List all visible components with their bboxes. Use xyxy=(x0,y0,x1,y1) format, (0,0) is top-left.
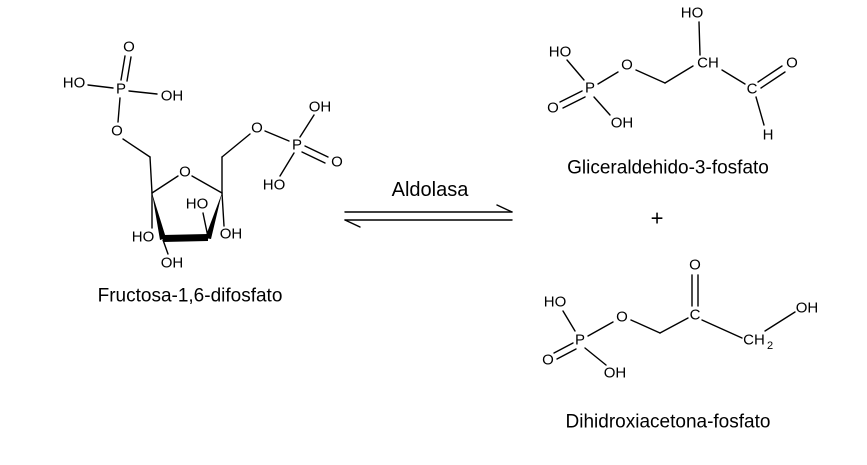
atom-label: HO xyxy=(263,177,286,194)
enzyme-label: Aldolasa xyxy=(392,179,470,201)
atom-label: P xyxy=(575,332,585,349)
atom-label: HO xyxy=(132,229,155,246)
atom-label: O xyxy=(786,55,798,72)
fructose-bisphosphate-molecule: O P HO OH O O HO HO OH OH O P OH O HO Fr… xyxy=(63,39,343,307)
atom-label: O xyxy=(111,123,123,140)
atom-label: OH xyxy=(611,115,634,132)
atom-label: O xyxy=(547,100,559,117)
plus-sign: + xyxy=(651,206,664,231)
dihydroxyacetone-phosphate-molecule: HO P O OH O C O CH 2 OH Dihidroxiacetona… xyxy=(542,257,818,433)
atom-label: OH xyxy=(604,365,627,382)
atom-label: O xyxy=(123,39,135,56)
atom-label: O xyxy=(542,352,554,369)
atom-label: O xyxy=(179,164,191,181)
atom-label: O xyxy=(616,309,628,326)
atom-label: OH xyxy=(161,255,184,272)
atom-label: OH xyxy=(220,226,243,243)
atom-label: H xyxy=(763,127,774,144)
atom-label: O xyxy=(689,257,701,274)
atom-label: HO xyxy=(549,44,572,61)
product1-name: Gliceraldehido-3-fosfato xyxy=(567,158,769,179)
atom-label: O xyxy=(331,154,343,171)
atom-label: C xyxy=(747,81,758,98)
atom-label: CH xyxy=(743,332,765,349)
atom-label: P xyxy=(292,137,302,154)
atom-label: O xyxy=(251,120,263,137)
glyceraldehyde-3-phosphate-molecule: HO P O OH O CH HO C O H Gliceraldehido-3… xyxy=(547,5,798,179)
atom-subscript: 2 xyxy=(767,340,773,352)
atom-label: HO xyxy=(186,196,209,213)
atom-label: CH xyxy=(697,55,719,72)
equilibrium-arrow xyxy=(344,204,513,228)
atom-label: HO xyxy=(544,294,567,311)
atom-label: OH xyxy=(161,88,184,105)
bonds xyxy=(553,274,796,366)
product2-name: Dihidroxiacetona-fosfato xyxy=(566,412,771,433)
atom-label: HO xyxy=(681,5,704,22)
atom-label: OH xyxy=(309,99,332,116)
atom-label: O xyxy=(621,57,633,74)
atom-label: P xyxy=(116,81,126,98)
atom-label: HO xyxy=(63,75,86,92)
bonds xyxy=(87,55,329,255)
atom-label: C xyxy=(690,307,701,324)
atom-label: P xyxy=(585,80,595,97)
bonds xyxy=(559,21,786,126)
atom-label: OH xyxy=(796,300,819,317)
reactant-name: Fructosa-1,6-difosfato xyxy=(98,286,283,307)
